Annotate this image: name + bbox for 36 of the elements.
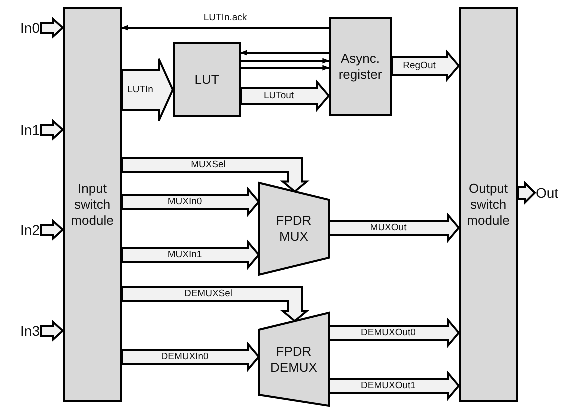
- node-label: FPDR DEMUX: [270, 344, 318, 376]
- port-label: In1: [20, 122, 40, 138]
- edge-label: DEMUXOut0: [360, 328, 417, 338]
- arrow: [241, 65, 330, 71]
- edge-label: DEMUXSel: [183, 288, 234, 300]
- edge-label: RegOut: [402, 60, 437, 72]
- arrow: [121, 25, 329, 31]
- arrow: [241, 58, 330, 64]
- lut-box: [173, 42, 241, 117]
- edge-label: MUXIn0: [166, 196, 204, 208]
- edge-label: MUXOut: [369, 222, 408, 234]
- block-arrow: [40, 320, 64, 342]
- block-arrow: [40, 16, 64, 40]
- edge-label: LUTIn: [126, 84, 154, 96]
- block-arrow: [40, 118, 64, 142]
- node-label: LUT: [194, 72, 220, 88]
- port-label: Out: [536, 185, 559, 201]
- port-label: In3: [20, 323, 40, 339]
- node-label: Output switch module: [466, 180, 511, 228]
- edge-label: LUTIn.ack: [202, 12, 248, 24]
- edge-label: MUXIn1: [166, 250, 204, 260]
- module-box: [63, 7, 122, 402]
- edge-label: DEMUXIn0: [160, 352, 210, 362]
- node-label: Async. register: [338, 50, 384, 82]
- block-arrow: [517, 180, 536, 206]
- edge-label: LUTout: [262, 90, 296, 102]
- node-label: Input switch module: [70, 180, 115, 228]
- port-label: In0: [20, 20, 40, 36]
- arrow: [240, 50, 329, 56]
- port-label: In2: [20, 222, 40, 238]
- edge-label: DEMUXOut1: [360, 380, 417, 392]
- module-box: [459, 7, 518, 402]
- node-label: FPDR MUX: [275, 213, 313, 245]
- edge-label: MUXSel: [190, 160, 227, 170]
- register-box: [329, 17, 392, 116]
- block-arrow: [40, 218, 64, 242]
